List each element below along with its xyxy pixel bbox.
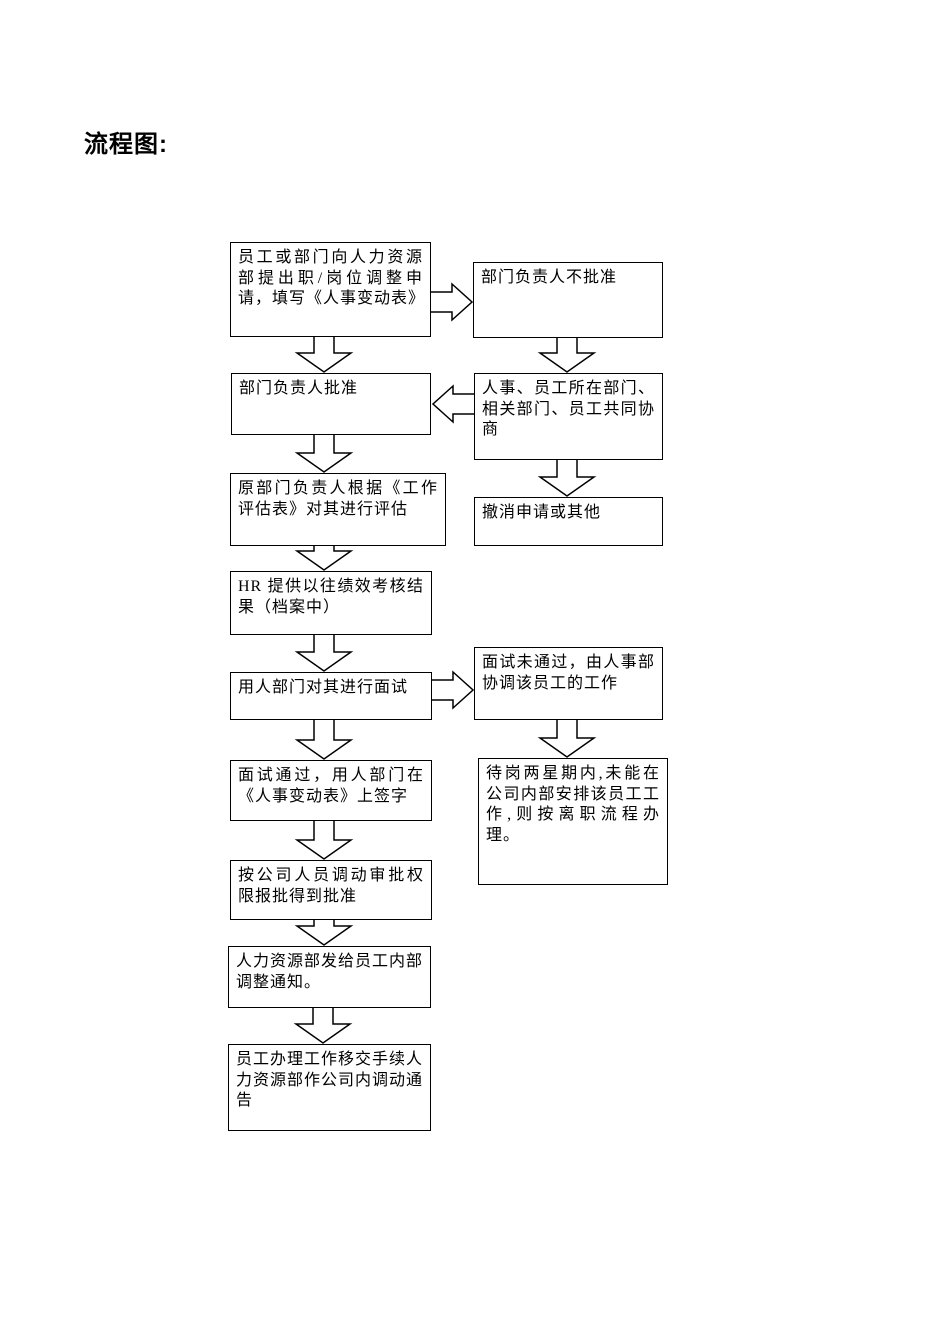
flow-node-notice: 人力资源部发给员工内部调整通知。 xyxy=(228,946,431,1008)
page-title: 流程图: xyxy=(84,131,168,158)
arrow-negotiate-to-approved-icon xyxy=(431,384,474,424)
arrow-negotiate-to-withdraw-icon xyxy=(537,460,597,497)
flow-node-hr-records: HR 提供以往绩效考核结果（档案中） xyxy=(230,571,432,635)
flow-node-not-approved: 部门负责人不批准 xyxy=(473,262,663,338)
flow-node-interview-fail: 面试未通过，由人事部协调该员工的工作 xyxy=(474,647,663,720)
flow-node-approved: 部门负责人批准 xyxy=(231,373,431,435)
arrow-interview-to-interview-pass-icon xyxy=(294,720,354,760)
arrow-approval-to-notice-icon xyxy=(294,920,354,946)
arrow-approved-to-evaluate-icon xyxy=(294,435,354,473)
arrow-hr-records-to-interview-icon xyxy=(294,635,354,672)
flow-node-negotiate: 人事、员工所在部门、相关部门、员工共同协商 xyxy=(474,373,663,460)
flow-node-waiting: 待岗两星期内,未能在公司内部安排该员工工作,则按离职流程办理。 xyxy=(478,758,668,885)
flow-node-evaluate: 原部门负责人根据《工作评估表》对其进行评估 xyxy=(230,473,446,546)
arrow-apply-to-not-approved-icon xyxy=(431,282,474,322)
arrow-evaluate-to-hr-records-icon xyxy=(294,546,354,571)
flow-node-withdraw: 撤消申请或其他 xyxy=(474,497,663,546)
flow-node-interview: 用人部门对其进行面试 xyxy=(230,672,432,720)
arrow-not-approved-to-negotiate-icon xyxy=(537,338,597,373)
flow-node-apply: 员工或部门向人力资源部提出职/岗位调整申请，填写《人事变动表》 xyxy=(230,242,431,337)
arrow-interview-pass-to-approval-icon xyxy=(294,821,354,860)
flow-node-interview-pass: 面试通过，用人部门在《人事变动表》上签字 xyxy=(230,760,432,821)
arrow-notice-to-handover-icon xyxy=(293,1008,353,1044)
arrow-interview-fail-to-waiting-icon xyxy=(537,720,597,758)
flow-node-handover: 员工办理工作移交手续人力资源部作公司内调动通告 xyxy=(228,1044,431,1131)
arrow-interview-to-interview-fail-icon xyxy=(432,670,475,710)
flow-node-approval-authority: 按公司人员调动审批权限报批得到批准 xyxy=(230,860,432,920)
arrow-apply-to-approved-icon xyxy=(294,337,354,373)
